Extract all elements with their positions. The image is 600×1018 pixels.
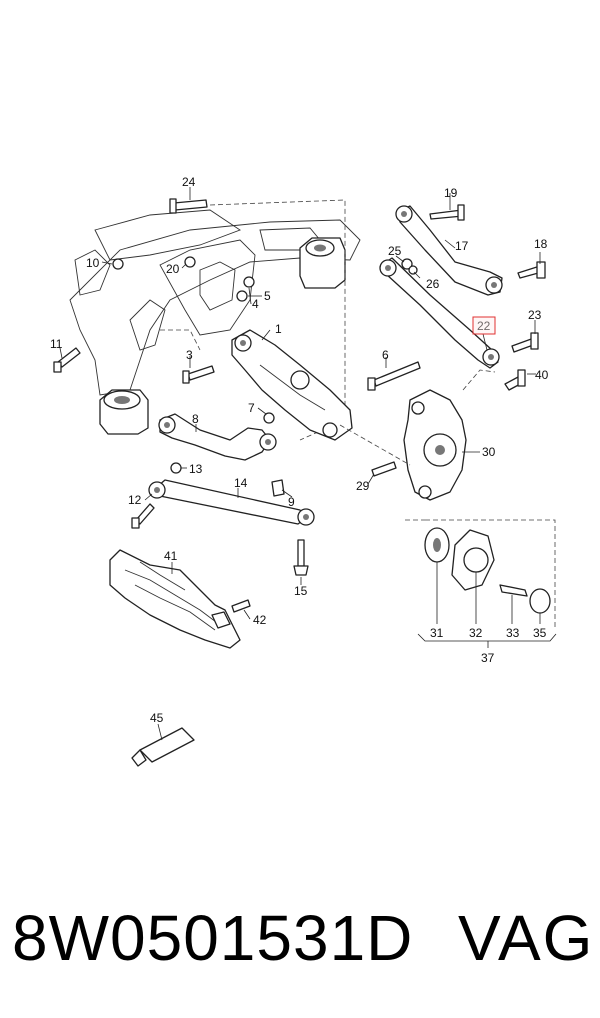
subframe-bushing-right: [299, 237, 346, 289]
callout-30: 30: [482, 445, 496, 459]
callout-18: 18: [534, 237, 548, 251]
callout-26: 26: [426, 277, 440, 291]
callout-3: 3: [186, 348, 193, 362]
heat-shield-41: [109, 549, 241, 649]
callout-8: 8: [192, 412, 199, 426]
nut-20: [184, 256, 196, 268]
part-number: 8W0501531D: [12, 902, 414, 974]
callout-25: 25: [388, 244, 402, 258]
hub-assembly: [424, 527, 551, 614]
callout-1: 1: [275, 322, 282, 336]
callout-35: 35: [533, 626, 547, 640]
leader-lines: [59, 187, 557, 741]
callout-19: 19: [444, 186, 458, 200]
callout-22: 22: [477, 319, 491, 333]
dust-cap-35: [529, 588, 551, 614]
upper-link-17: [395, 205, 503, 296]
callout-33: 33: [506, 626, 520, 640]
callout-29: 29: [356, 479, 370, 493]
callout-20: 20: [166, 262, 180, 276]
nut-5: [236, 290, 248, 302]
nut-7: [263, 412, 275, 424]
callout-4: 4: [252, 297, 259, 311]
nut-13: [170, 462, 182, 474]
callout-14: 14: [234, 476, 248, 490]
track-rod-14: [148, 479, 315, 526]
callout-45: 45: [150, 711, 164, 725]
subframe-bushing-left: [99, 389, 149, 435]
callout-32: 32: [469, 626, 483, 640]
sealant-tube-45: [131, 727, 195, 767]
wheel-carrier-30: [339, 389, 467, 501]
callout-12: 12: [128, 493, 142, 507]
callout-15: 15: [294, 584, 308, 598]
callout-40: 40: [535, 368, 549, 382]
callout-17: 17: [455, 239, 469, 253]
callout-23: 23: [528, 308, 542, 322]
callout-6: 6: [382, 348, 389, 362]
callout-42: 42: [253, 613, 267, 627]
callout-13: 13: [189, 462, 203, 476]
brand-name: VAG: [458, 902, 595, 974]
callout-10: 10: [86, 256, 100, 270]
highlight-box-22: [472, 316, 496, 335]
lower-control-arm: [231, 329, 353, 441]
nut-10: [112, 258, 124, 270]
nut-4: [243, 276, 255, 288]
callout-37: 37: [481, 651, 495, 665]
callout-41: 41: [164, 549, 178, 563]
callout-11: 11: [50, 337, 63, 351]
link-arm-22: [379, 257, 500, 369]
hub-bolt-33: [499, 584, 528, 597]
callout-9: 9: [288, 495, 295, 509]
callout-labels: 24 19 17 18 25 26 22 23 40 10 20 4 5 1 6…: [50, 175, 549, 725]
caption-bar: 8W0501531D VAG: [0, 888, 600, 988]
callout-31: 31: [430, 626, 444, 640]
callout-7: 7: [248, 401, 255, 415]
callout-24: 24: [182, 175, 196, 189]
subframe: [69, 199, 361, 441]
upper-control-arm-8: [158, 413, 277, 461]
callout-5: 5: [264, 289, 271, 303]
nut-25: [401, 258, 413, 270]
washer-26: [408, 265, 418, 275]
